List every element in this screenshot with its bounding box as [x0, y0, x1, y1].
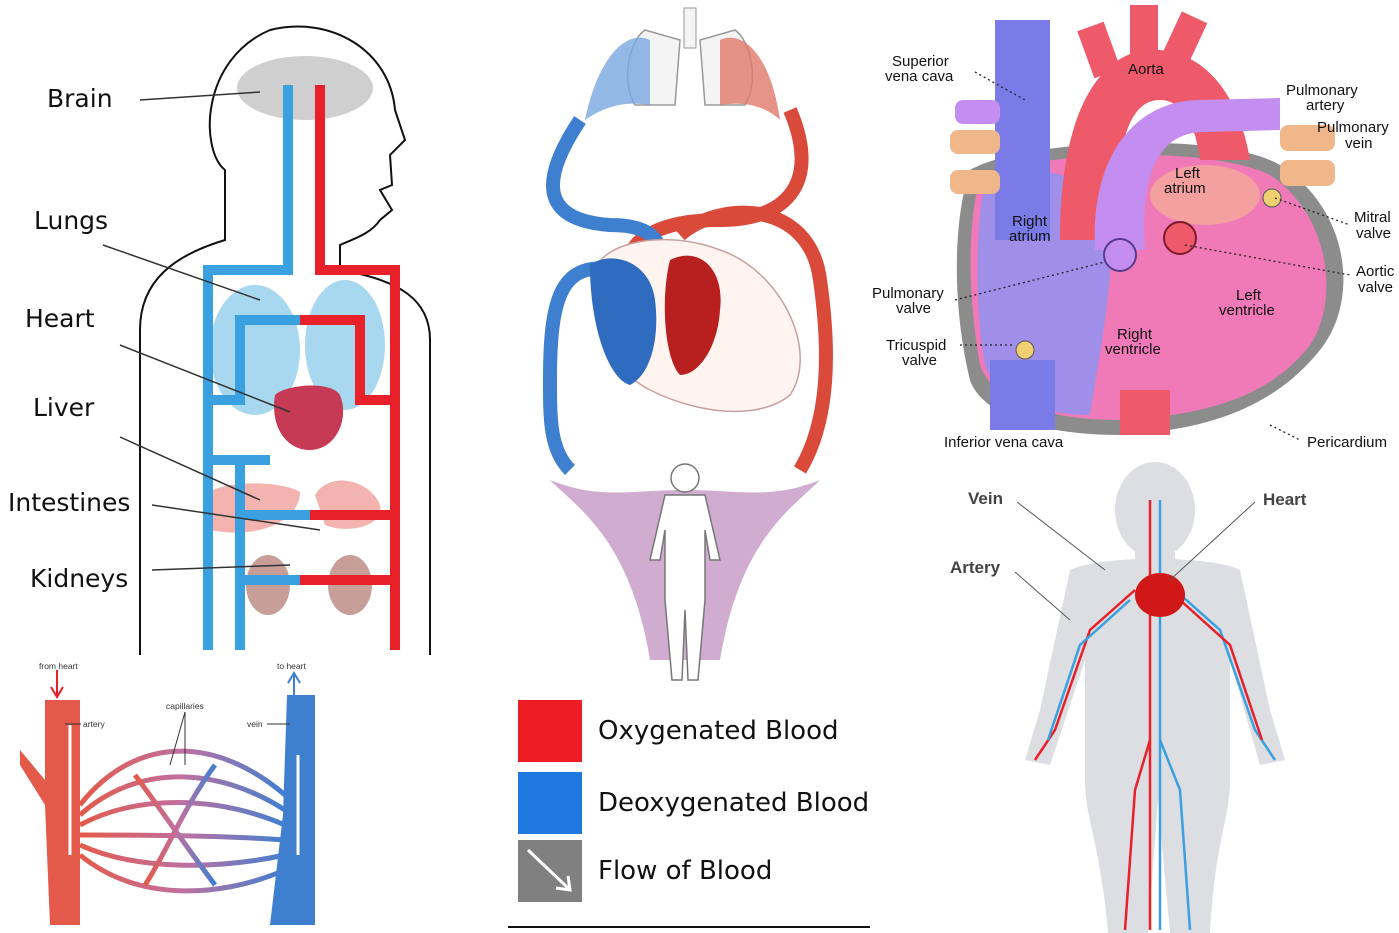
vein-vessel — [270, 695, 315, 925]
label-superior-vena-cava-2: vena cava — [885, 68, 954, 85]
label-aortic-valve-2: valve — [1358, 279, 1393, 296]
pulmonary-capillaries-left — [585, 38, 650, 120]
legend-label-oxygenated: Oxygenated Blood — [598, 716, 839, 746]
intestines-shape — [315, 481, 380, 529]
circulation-loop-diagram — [520, 0, 850, 690]
inferior-vena-cava — [990, 360, 1055, 430]
label-liver: Liver — [33, 393, 95, 422]
capillary-bed-diagram: from heart to heart artery capillaries v… — [15, 655, 335, 933]
legend-label-deoxygenated: Deoxygenated Blood — [598, 788, 869, 818]
label-lungs: Lungs — [34, 206, 108, 235]
label-left-atrium-2: atrium — [1164, 180, 1206, 197]
label-vein: vein — [247, 719, 263, 729]
label-mitral-valve-1: Mitral — [1354, 209, 1391, 226]
capillary-network — [80, 751, 285, 891]
label-aorta: Aorta — [1128, 61, 1165, 78]
pulmonary-capillaries-right — [720, 38, 780, 120]
label-heart: Heart — [1263, 490, 1307, 509]
label-right-ventricle-2: ventricle — [1105, 341, 1161, 358]
label-kidneys: Kidneys — [30, 564, 128, 593]
oxygenated-swatch — [518, 700, 582, 762]
aorta-descending — [1120, 390, 1170, 435]
arrow-to-heart — [288, 673, 300, 695]
label-vein: Vein — [968, 489, 1003, 508]
label-right-atrium-2: atrium — [1009, 228, 1051, 245]
heart-shape — [1135, 573, 1185, 617]
label-pulmonary-vein-2: vein — [1345, 135, 1373, 152]
label-brain: Brain — [47, 84, 113, 113]
label-to-heart: to heart — [277, 661, 306, 671]
label-pulmonary-artery-2: artery — [1306, 97, 1345, 114]
bottom-divider — [508, 926, 870, 928]
legend-label-flow: Flow of Blood — [598, 856, 772, 886]
body-circulation-diagram: Brain Lungs Heart Liver Intestines Kidne… — [0, 0, 450, 660]
label-artery: Artery — [950, 558, 1001, 577]
label-artery: artery — [83, 719, 105, 729]
label-heart: Heart — [25, 304, 95, 333]
brain-shape — [237, 56, 373, 120]
legend-item-flow: Flow of Blood — [518, 840, 772, 902]
label-left-ventricle-2: ventricle — [1219, 302, 1275, 319]
right-heart — [590, 258, 656, 385]
mitral-valve — [1263, 189, 1281, 207]
aortic-valve — [1164, 222, 1196, 254]
arrow-from-heart — [51, 670, 63, 697]
tricuspid-valve — [1016, 341, 1034, 359]
pulmonary-artery-branches-left — [955, 100, 1000, 124]
label-pulmonary-valve-2: valve — [896, 300, 931, 317]
label-from-heart: from heart — [39, 661, 78, 671]
legend-item-deoxygenated: Deoxygenated Blood — [518, 772, 869, 834]
heart-shape — [274, 386, 343, 450]
label-mitral-valve-2: valve — [1356, 225, 1391, 242]
trachea — [684, 8, 696, 48]
label-aortic-valve-1: Aortic — [1356, 263, 1395, 280]
label-inferior-vena-cava: Inferior vena cava — [944, 434, 1064, 451]
pulmonary-artery-loop — [553, 120, 660, 255]
superior-vena-cava — [995, 20, 1050, 240]
body-vessels-diagram: Vein Artery Heart — [930, 460, 1350, 933]
label-pericardium: Pericardium — [1307, 434, 1387, 451]
label-capillaries: capillaries — [166, 701, 204, 711]
flow-arrow-icon — [518, 840, 582, 902]
heart-anatomy-diagram: Superior vena cava Aorta Pulmonary arter… — [860, 0, 1399, 460]
legend-item-oxygenated: Oxygenated Blood — [518, 700, 839, 762]
pulmonary-valve — [1104, 239, 1136, 271]
deoxygenated-swatch — [518, 772, 582, 834]
label-pulmonary-vein-1: Pulmonary — [1317, 119, 1389, 136]
label-tricuspid-valve-2: valve — [902, 352, 937, 369]
label-intestines: Intestines — [8, 488, 130, 517]
